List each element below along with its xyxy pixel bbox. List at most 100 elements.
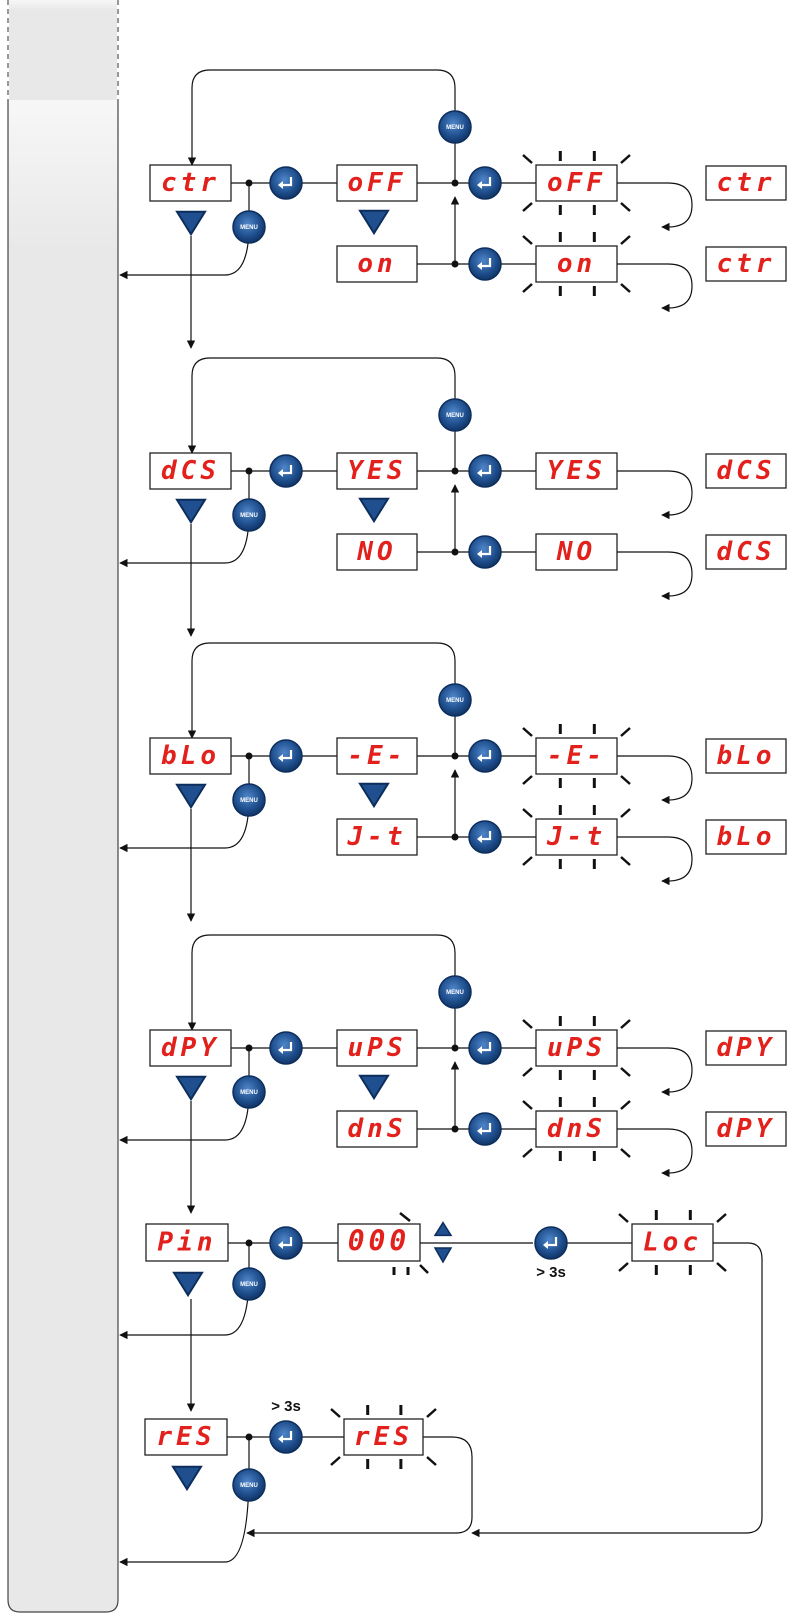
sidebar-panel: [7, 0, 119, 1613]
option-box--E--text: -E-: [348, 741, 407, 771]
down-triangle-icon[interactable]: [358, 1074, 390, 1101]
confirm-box-YES: YES: [535, 452, 618, 490]
down-triangle-icon[interactable]: [175, 210, 207, 237]
menu-button-label: MENU: [240, 1090, 258, 1096]
param-box-pin: Pin: [145, 1223, 229, 1262]
enter-button[interactable]: [269, 454, 303, 488]
connector-lines: [119, 69, 763, 1567]
enter-button[interactable]: [468, 247, 502, 281]
enter-icon: [477, 546, 492, 558]
menu-button[interactable]: MENU: [232, 210, 266, 244]
confirm-box-dnS-text: dnS: [547, 1114, 606, 1144]
menu-icon: [438, 398, 472, 432]
down-triangle-icon[interactable]: [358, 497, 390, 524]
menu-button[interactable]: MENU: [232, 783, 266, 817]
down-triangle-icon[interactable]: [172, 1271, 204, 1298]
param-box-bLo-text: bLo: [161, 741, 220, 771]
junction-dot: [451, 179, 459, 187]
return-box-dPY: dPY: [705, 1111, 787, 1147]
enter-icon: [477, 1123, 492, 1135]
confirm-box-oFF-text: oFF: [547, 168, 606, 198]
blink-rays: [522, 1097, 631, 1161]
confirm-box-YES-text: YES: [547, 456, 606, 486]
menu-icon: [232, 1267, 266, 1301]
connector-line: [661, 1047, 693, 1097]
connector-line: [246, 1436, 473, 1538]
enter-button[interactable]: [468, 166, 502, 200]
return-box-dPY: dPY: [705, 1030, 787, 1066]
return-box-dCS-text: dCS: [717, 456, 776, 486]
enter-icon: [477, 1042, 492, 1054]
down-triangle-icon[interactable]: [358, 782, 390, 809]
enter-icon: [278, 177, 293, 189]
menu-button[interactable]: MENU: [438, 110, 472, 144]
menu-button[interactable]: MENU: [438, 975, 472, 1009]
param-box-dCS-text: dCS: [161, 456, 220, 486]
enter-button[interactable]: [468, 535, 502, 569]
hold-3s-label: > 3s: [271, 1398, 301, 1415]
down-triangle-icon[interactable]: [433, 1247, 453, 1264]
enter-button[interactable]: [468, 739, 502, 773]
down-triangle-icon[interactable]: [358, 209, 390, 236]
down-triangle-icon[interactable]: [175, 498, 207, 525]
menu-button[interactable]: MENU: [232, 1075, 266, 1109]
menu-icon: [438, 975, 472, 1009]
enter-button[interactable]: [269, 1226, 303, 1260]
param-box-dPY: dPY: [149, 1029, 232, 1067]
menu-button[interactable]: MENU: [438, 398, 472, 432]
enter-button[interactable]: [534, 1226, 568, 1260]
enter-icon: [278, 750, 293, 762]
menu-button[interactable]: MENU: [232, 498, 266, 532]
pin-value-box-text: 000: [348, 1225, 411, 1258]
blink-rays: [522, 151, 631, 215]
menu-button[interactable]: MENU: [232, 1267, 266, 1301]
menu-button[interactable]: MENU: [232, 1468, 266, 1502]
menu-button-label: MENU: [240, 798, 258, 804]
lock-box-text: Loc: [643, 1228, 702, 1258]
enter-icon: [278, 465, 293, 477]
enter-button[interactable]: [269, 1420, 303, 1454]
down-triangle-icon[interactable]: [175, 1075, 207, 1102]
enter-button[interactable]: [468, 1031, 502, 1065]
down-triangle-icon[interactable]: [171, 1465, 203, 1492]
menu-icon: [232, 1075, 266, 1109]
enter-button[interactable]: [269, 739, 303, 773]
enter-button[interactable]: [468, 820, 502, 854]
enter-button[interactable]: [468, 1112, 502, 1146]
connector-line: [471, 1242, 763, 1538]
enter-button[interactable]: [269, 166, 303, 200]
option-box-YES: YES: [336, 452, 418, 490]
enter-icon: [477, 465, 492, 477]
menu-icon: [232, 498, 266, 532]
enter-button[interactable]: [269, 1031, 303, 1065]
down-triangle-icon[interactable]: [175, 783, 207, 810]
option-box-YES-text: YES: [348, 456, 407, 486]
option-box-dnS-text: dnS: [348, 1114, 407, 1144]
connector-line: [661, 1128, 693, 1178]
up-triangle-icon[interactable]: [433, 1221, 453, 1237]
connector-line: [661, 263, 693, 313]
enter-icon: [278, 1042, 293, 1054]
hold-3s-label: > 3s: [536, 1264, 566, 1281]
param-box-dCS: dCS: [149, 452, 232, 490]
return-box-dCS-text: dCS: [717, 537, 776, 567]
menu-button-label: MENU: [240, 1282, 258, 1288]
option-box-NO-text: NO: [356, 537, 396, 567]
enter-button[interactable]: [468, 454, 502, 488]
enter-icon: [477, 831, 492, 843]
connector-line: [187, 934, 456, 1031]
menu-button-label: MENU: [240, 1483, 258, 1489]
confirm-box-dnS: dnS: [535, 1110, 618, 1148]
param-box-reset-text: rES: [157, 1422, 216, 1452]
param-box-ctr-text: ctr: [161, 168, 220, 198]
confirm-box-on-text: on: [557, 249, 596, 279]
menu-button[interactable]: MENU: [438, 683, 472, 717]
param-box-ctr: ctr: [149, 164, 232, 202]
enter-icon: [543, 1237, 558, 1249]
confirm-box-NO: NO: [535, 533, 618, 571]
return-box-bLo-text: bLo: [717, 822, 776, 852]
enter-icon: [477, 750, 492, 762]
return-box-bLo: bLo: [705, 819, 787, 855]
